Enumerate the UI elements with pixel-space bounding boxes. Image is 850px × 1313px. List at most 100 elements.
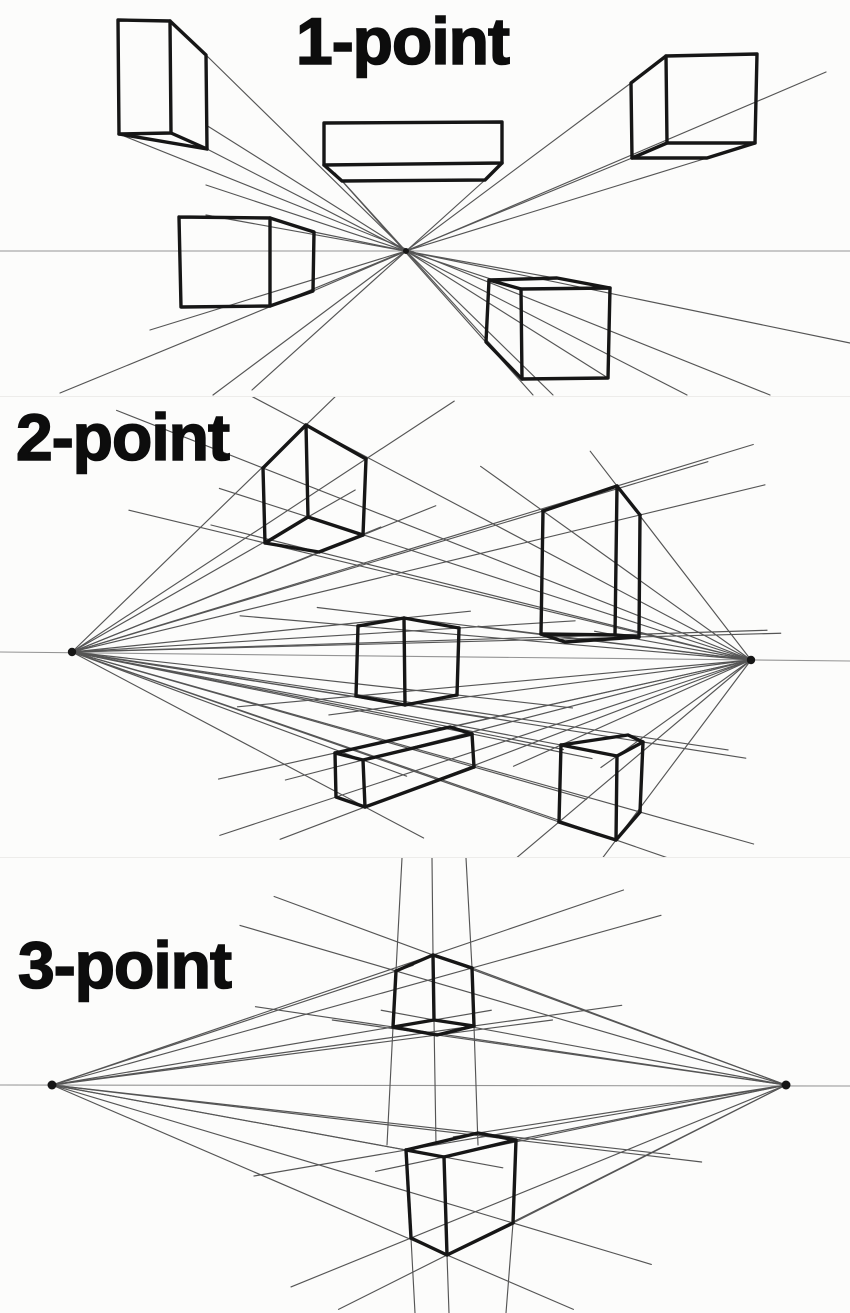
box-edge — [361, 457, 368, 537]
vanishing-point-dot — [746, 655, 756, 665]
box-edge — [404, 1131, 518, 1159]
one-point-box-top-left — [116, 18, 209, 151]
box-edge — [541, 484, 642, 517]
box-edge — [354, 693, 459, 707]
box-edge — [322, 161, 504, 183]
vanishing-ray — [455, 961, 787, 1086]
box-edge — [177, 215, 272, 309]
photo-seam — [0, 396, 850, 397]
guide-line — [149, 157, 708, 331]
vanishing-ray — [51, 1004, 623, 1086]
box-edge — [116, 18, 173, 136]
box-edge — [613, 484, 619, 637]
vanishing-ray — [51, 914, 662, 1086]
vanishing-point-dot — [403, 248, 409, 254]
section-title-1-point: 1-point — [295, 4, 511, 78]
guide-line — [59, 157, 633, 394]
box-edge — [333, 725, 474, 755]
box-edge — [637, 513, 642, 639]
box-edge — [268, 216, 316, 308]
vanishing-ray — [51, 1084, 703, 1163]
horizon-line — [0, 1084, 850, 1087]
vanishing-ray — [290, 1084, 787, 1288]
box-edge — [539, 632, 641, 644]
one-point-diagram — [0, 18, 850, 396]
box-edge — [487, 276, 612, 290]
two-point-box-tall-right — [539, 484, 642, 644]
one-point-box-top-right — [629, 52, 759, 160]
box-edge — [391, 969, 398, 1029]
vanishing-ray — [51, 889, 625, 1086]
guide-line — [505, 1222, 514, 1313]
box-edge — [638, 740, 645, 814]
vanishing-ray — [501, 1084, 787, 1144]
vanishing-ray — [51, 1084, 425, 1154]
vanishing-ray — [316, 606, 752, 661]
vanishing-ray — [239, 924, 787, 1086]
guide-line — [205, 54, 554, 396]
box-edge — [361, 732, 474, 762]
box-edge — [519, 286, 612, 381]
box-edge — [629, 54, 669, 160]
vanishing-point-dot — [67, 647, 77, 657]
guide-line — [212, 82, 632, 396]
box-edge — [557, 810, 642, 842]
vanishing-ray — [71, 651, 599, 837]
section-title-3-point: 3-point — [17, 928, 233, 1002]
box-edge — [168, 19, 209, 151]
one-point-box-flat-center — [322, 120, 504, 183]
three-point-diagram — [0, 857, 850, 1313]
vanishing-ray — [485, 1084, 787, 1238]
guide-line — [251, 179, 486, 391]
box-edge — [322, 120, 504, 167]
vanishing-ray — [328, 659, 752, 716]
two-point-diagram — [0, 396, 850, 857]
vanishing-ray — [128, 509, 752, 661]
guide-line — [433, 1019, 437, 1146]
vanishing-ray — [51, 1084, 574, 1310]
guide-line — [410, 1237, 416, 1313]
box-edge — [470, 732, 476, 769]
two-point-box-bottom-right — [557, 733, 645, 842]
vanishing-point-dot — [781, 1080, 791, 1090]
box-edge — [470, 966, 476, 1028]
three-point-cube-above-horizon — [391, 953, 476, 1037]
vanishing-ray — [279, 659, 752, 840]
vanishing-ray — [51, 964, 414, 1086]
vanishing-ray — [249, 396, 752, 661]
vanishing-ray — [71, 651, 729, 751]
box-edge — [261, 423, 368, 470]
box-edge — [455, 626, 461, 697]
section-title-2-point: 2-point — [15, 400, 231, 474]
vanishing-ray — [71, 620, 576, 653]
box-edge — [484, 278, 524, 381]
box-edge — [304, 423, 310, 519]
vanishing-ray — [239, 615, 752, 661]
box-edge — [431, 953, 436, 1022]
box-edge — [409, 1221, 515, 1257]
box-edge — [402, 616, 407, 707]
one-point-box-bottom-right — [484, 276, 612, 381]
guide-line — [465, 857, 473, 969]
vanishing-ray — [218, 487, 752, 661]
vanishing-ray — [452, 1084, 787, 1138]
three-point-box-below-horizon — [404, 1131, 518, 1257]
box-edge — [442, 1155, 449, 1257]
vanishing-ray — [71, 651, 574, 709]
vanishing-ray — [51, 1019, 554, 1086]
box-edge — [511, 1138, 518, 1225]
guide-line — [205, 184, 522, 290]
horizon-line — [0, 651, 850, 662]
guide-line — [395, 857, 403, 972]
vanishing-ray — [516, 659, 752, 857]
box-edge — [261, 466, 267, 545]
vanishing-ray — [51, 1084, 671, 1156]
box-edge — [539, 509, 545, 636]
vanishing-point-dot — [47, 1080, 57, 1090]
two-point-cube-upper — [261, 423, 368, 554]
vanishing-ray — [71, 461, 709, 653]
vanishing-ray — [71, 651, 601, 754]
vanishing-ray — [512, 659, 752, 767]
vanishing-ray — [236, 659, 752, 708]
vanishing-ray — [51, 1084, 652, 1265]
